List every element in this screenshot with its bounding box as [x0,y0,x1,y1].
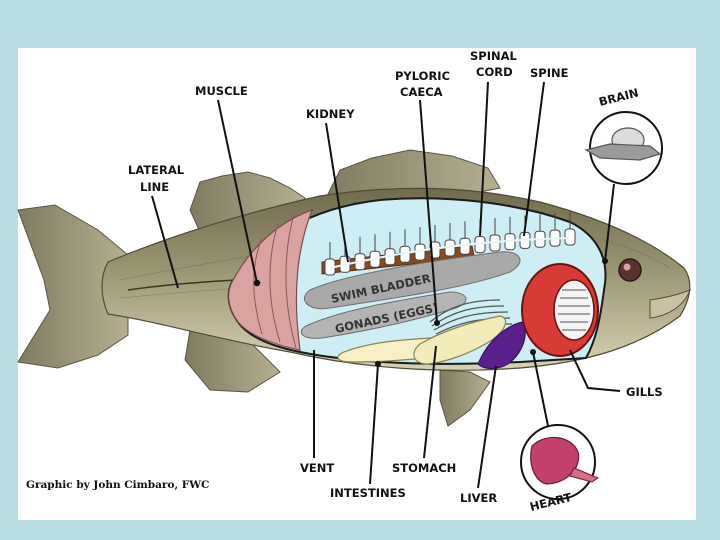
pyloric-caeca-leader [419,99,438,324]
spinal-cord [329,237,571,269]
muscle-label: MUSCLE [195,84,248,98]
swim-bladder [304,251,521,310]
lateral-line-leader [151,195,179,289]
brain-leader [604,183,615,262]
kidney-leader [325,122,349,263]
pelvic-fin [439,369,491,427]
vent-label: VENT [300,461,334,475]
gill-filaments [558,289,590,331]
stomach-label: STOMACH [392,461,456,475]
gills-leader [569,349,621,392]
tail-fin [17,204,129,369]
liver-leader [477,365,497,489]
spine-label: SPINE [530,66,569,80]
graphic-credit: Graphic by John Cimbaro, FWC [26,479,210,491]
lateral-line [127,279,236,291]
pyloric-caeca-label-line2: CAECA [400,85,443,99]
kidney-label: KIDNEY [306,107,355,121]
spinal-cord-label-line1: SPINAL [470,49,518,63]
lateral-line-label-line1: LATERAL [128,163,185,177]
mouth [649,289,691,319]
brain-icon [584,127,662,161]
spinal-cord-label-line2: CORD [476,65,513,79]
intestines-leader [369,363,379,485]
gill-opening [553,279,595,341]
eye [618,258,642,282]
liver-label: LIVER [460,491,497,505]
stomach [413,315,507,365]
intestines-label: INTESTINES [330,486,406,500]
gills-label: GILLS [626,385,663,399]
spine-leader [523,81,545,237]
spinal-cord-leader [479,81,489,237]
lateral-line-label-line2: LINE [140,180,169,194]
vertebra [564,228,576,246]
eye-highlight [623,263,631,271]
liver [477,321,526,369]
heart-leader [532,351,549,427]
pyloric-caeca-label-line1: PYLORIC [395,69,450,83]
gonads [300,291,467,339]
brain-label: BRAIN [597,86,640,109]
heart-icon [530,436,600,485]
muscle-leader [217,99,258,284]
muscle-lines [253,213,297,349]
stomach-leader [423,345,437,459]
